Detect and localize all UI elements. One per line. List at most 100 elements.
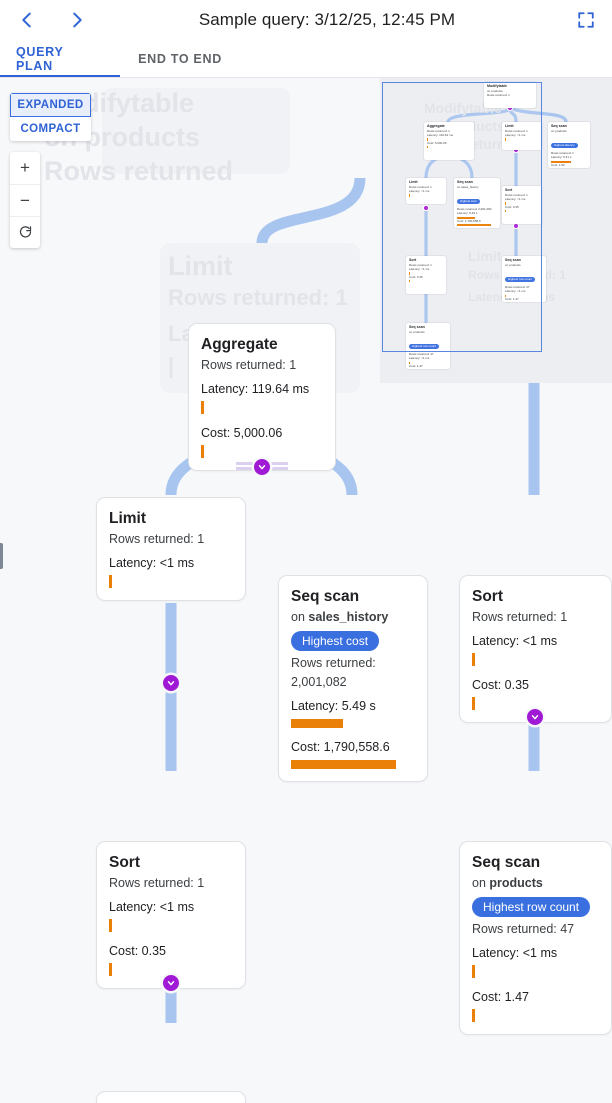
- minimap-node-sub3: Cost: 5,000.06: [427, 140, 447, 145]
- fullscreen-button[interactable]: [568, 2, 604, 38]
- node-latency-bar: [472, 653, 475, 666]
- minimap-node-seqscan-products-bottom[interactable]: Seq scan on products Highest row count R…: [406, 323, 450, 369]
- minimap-latency-bar: [551, 160, 571, 163]
- node-rows-returned: Rows returned: 1: [109, 532, 205, 546]
- minimap-node-sort-left[interactable]: Sort Rows returned: 1 Latency: <1 ms Cos…: [406, 256, 446, 294]
- next-query-button[interactable]: [60, 3, 94, 37]
- minimap-node-title: Sort: [409, 258, 417, 262]
- zoom-out-button[interactable]: −: [10, 184, 40, 216]
- minimap-node-title: Limit: [409, 180, 418, 184]
- minimap-node-sub: on products: [551, 129, 567, 133]
- previous-query-button[interactable]: [10, 3, 44, 37]
- plan-node-seq-scan-sales-history[interactable]: Seq scan on sales_history Highest cost R…: [278, 575, 428, 782]
- collapse-toggle-sort-left[interactable]: [163, 975, 179, 991]
- plan-node-seq-scan-products-right[interactable]: Seq scan on products Highest row count R…: [459, 841, 612, 1035]
- node-cost-bar: [201, 445, 204, 458]
- node-relation: on sales_history: [291, 608, 415, 627]
- minimap-node-sub: on products: [487, 89, 503, 93]
- node-cost-bar: [472, 697, 475, 710]
- minimap-node-title: Seq scan: [551, 124, 567, 128]
- app-header: Sample query: 3/12/25, 12:45 PM: [0, 0, 612, 40]
- minimap-node-aggregate[interactable]: Aggregate Rows returned: 1 Latency: 119.…: [424, 122, 474, 160]
- minimap-node-sub4: Cost: 1.47: [409, 363, 423, 368]
- node-title: Sort: [472, 588, 503, 605]
- minimap-cost-bar: [427, 145, 429, 148]
- chevron-down-icon: [531, 715, 539, 720]
- chevron-right-icon: [73, 12, 82, 28]
- node-title: Seq scan: [291, 588, 360, 605]
- minimap-node-sub3: Latency: 5.49 s: [457, 211, 478, 216]
- page-title: Sample query: 3/12/25, 12:45 PM: [198, 10, 456, 29]
- node-title: Limit: [109, 510, 147, 527]
- node-latency-bar: [109, 919, 112, 932]
- reset-icon: [19, 226, 31, 238]
- plan-node-sort-left[interactable]: Sort Rows returned: 1 Latency: <1 ms Cos…: [96, 841, 246, 989]
- node-relation-name: sales_history: [308, 610, 389, 624]
- minimap-node-sub3: Latency: <1 ms: [409, 356, 430, 361]
- plan-node-aggregate[interactable]: Aggregate Rows returned: 1 Latency: 119.…: [188, 323, 336, 471]
- status-badge-highest-row-count: Highest row count: [472, 897, 591, 917]
- minimap-node-sub3: Cost: 0.35: [409, 274, 423, 279]
- minimap-node-modifytable[interactable]: Modifytable on products Rows returned: 1: [484, 82, 536, 108]
- minimap-node-title: Aggregate: [427, 124, 445, 128]
- minimap-node-title: Seq scan: [457, 180, 473, 184]
- edge-root-to-aggregate: [256, 177, 366, 245]
- minimap-viewport-rect[interactable]: [382, 82, 542, 352]
- node-relation-prefix: on: [472, 876, 486, 890]
- minimap-node-sub4: Cost: 1,790,558.6: [457, 218, 481, 223]
- minimap-latency-bar: [409, 194, 411, 197]
- minimap-badge-highest-row-count: Highest row count: [505, 277, 536, 283]
- layout-mode-expanded-button[interactable]: EXPANDED: [10, 93, 91, 117]
- minimap-node-sub4: Cost: 1.47: [505, 296, 519, 301]
- panel-resize-handle[interactable]: [0, 543, 3, 569]
- minimap-node-sub2: Rows returned: 1: [487, 93, 510, 98]
- minimap-latency-bar: [505, 294, 507, 297]
- node-title: Sort: [109, 854, 140, 871]
- minimap-node-limit[interactable]: Limit Rows returned: 1 Latency: <1 ms: [406, 178, 446, 204]
- minimap-node-sub3: Latency: <1 ms: [505, 289, 526, 294]
- minimap-node-seqscan-products-right[interactable]: Seq scan on products Highest row count R…: [502, 256, 546, 302]
- minimap-node-sub: Rows returned: 1: [505, 129, 528, 133]
- tab-query-plan[interactable]: QUERY PLAN: [0, 40, 120, 77]
- minimap-node-seqscan-sales-history[interactable]: Seq scan on sales_history Highest cost R…: [454, 178, 500, 228]
- collapse-toggle-sort-right[interactable]: [527, 709, 543, 725]
- layout-mode-compact-button[interactable]: COMPACT: [10, 117, 91, 141]
- node-relation-name: products: [489, 876, 543, 890]
- minimap-badge-highest-latency: Highest latency: [551, 143, 578, 149]
- plan-node-limit[interactable]: Limit Rows returned: 1 Latency: <1 ms: [96, 497, 246, 601]
- minimap-node-seqscan-highest-latency[interactable]: Seq scan on products Highest latency Row…: [548, 122, 590, 168]
- plan-node-sort-right[interactable]: Sort Rows returned: 1 Latency: <1 ms Cos…: [459, 575, 612, 723]
- node-latency: Latency: <1 ms: [109, 556, 195, 570]
- layout-mode-toggle-group: EXPANDED COMPACT: [10, 93, 91, 141]
- minimap-cost-bar: [409, 279, 411, 282]
- collapse-toggle-limit[interactable]: [163, 675, 179, 691]
- zoom-reset-button[interactable]: [10, 216, 40, 248]
- minimap[interactable]: Modifytable on products Rows returned Li…: [380, 78, 612, 383]
- node-cost: Cost: 1.47: [472, 990, 529, 1004]
- minimap-node-sort-top[interactable]: Sort Rows returned: 1 Latency: <1 ms Cos…: [502, 186, 542, 224]
- minimap-latency-bar: [505, 138, 507, 141]
- minimap-node-sub4: Cost: 1.52: [551, 162, 565, 167]
- node-relation-prefix: on: [291, 610, 305, 624]
- minimap-cost-bar: [457, 224, 491, 227]
- node-latency-bar: [201, 401, 204, 414]
- node-rows-returned: Rows returned: 47: [472, 922, 575, 936]
- minimap-node-sub2: Rows returned: 47: [409, 352, 434, 357]
- plan-node-seq-scan-products-bottom[interactable]: Seq scan on products Highest row count R…: [96, 1091, 246, 1103]
- minimap-node-sub: Rows returned: 1: [427, 129, 450, 133]
- minimap-node-title: Seq scan: [409, 325, 425, 329]
- node-latency-bar: [109, 575, 112, 588]
- minimap-node-limit-top[interactable]: Limit Rows returned: 1 Latency: <1 ms: [502, 122, 542, 150]
- chevron-down-icon: [167, 981, 175, 986]
- minimap-node-sub2: Latency: <1 ms: [505, 197, 526, 202]
- zoom-in-button[interactable]: +: [20, 158, 30, 177]
- collapse-toggle-aggregate[interactable]: [254, 459, 270, 475]
- plan-canvas[interactable]: Modifytable on products Rows returned Li…: [0, 78, 612, 1103]
- minimap-node-sub: on products: [409, 330, 425, 334]
- minimap-badge-highest-cost: Highest cost: [457, 199, 480, 205]
- minimap-node-sub2: Latency: <1 ms: [505, 133, 526, 138]
- tab-end-to-end[interactable]: END TO END: [138, 51, 222, 66]
- minimap-node-sub3: Cost: 0.35: [505, 204, 519, 209]
- node-cost: Cost: 0.35: [109, 944, 166, 958]
